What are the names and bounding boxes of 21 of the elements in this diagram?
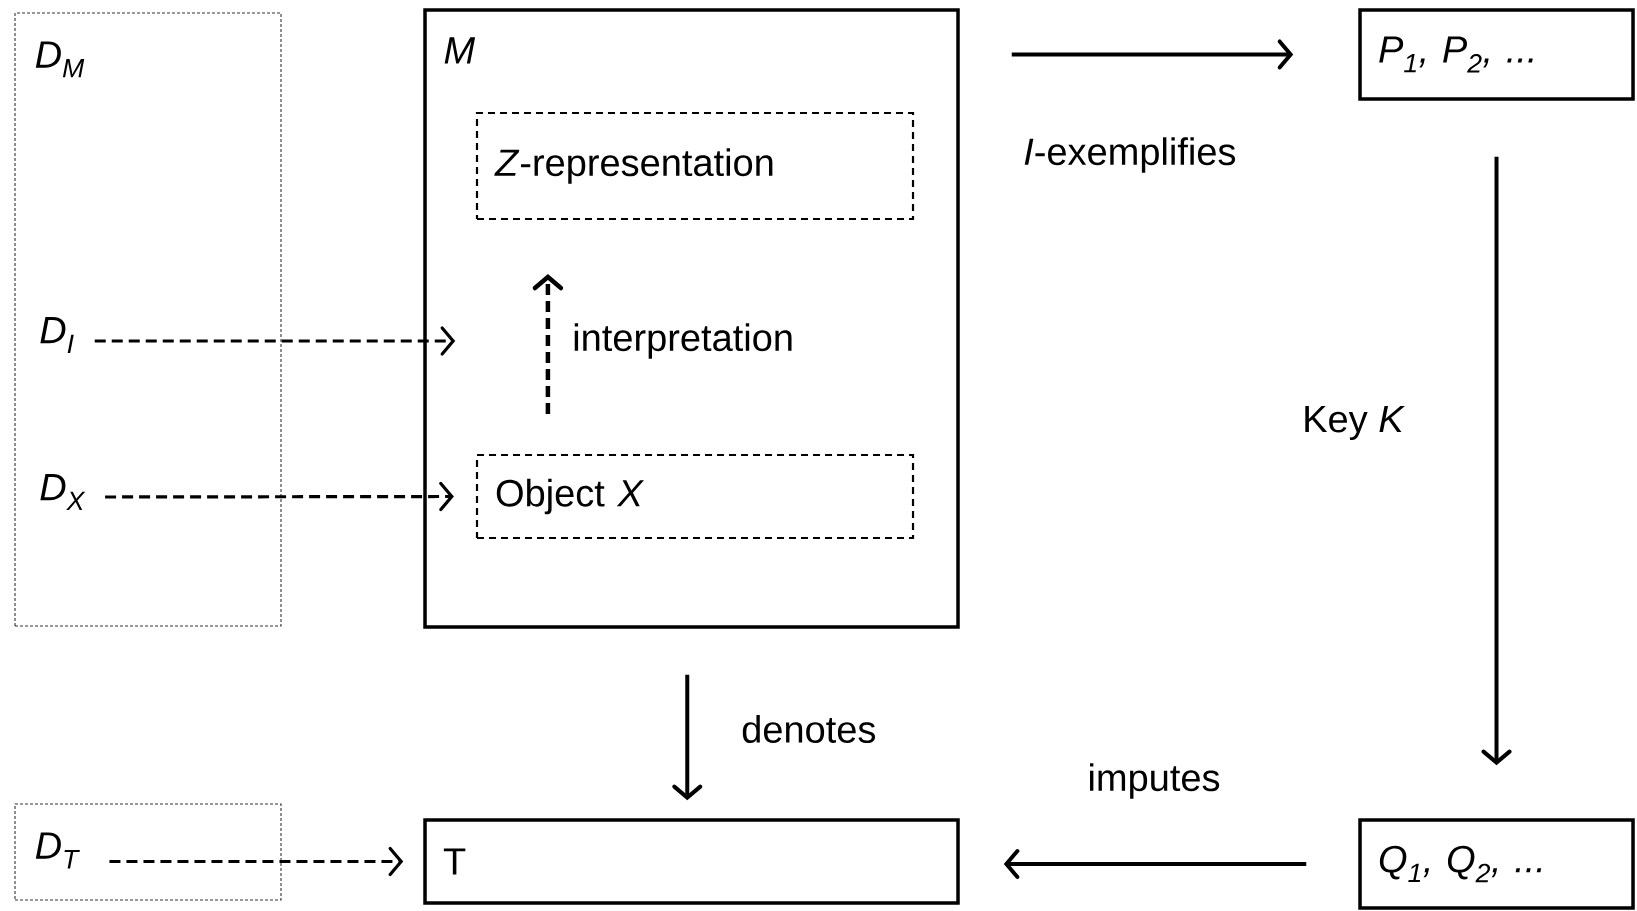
edge-label: denotes	[742, 715, 876, 743]
text-box: Q$_{1}$, Q$_{2}$, ...	[1358, 818, 1635, 910]
edge-label: I-exemplifies	[1024, 137, 1236, 173]
edge-label: Key K	[1305, 406, 1405, 440]
edge-label: interpretation	[574, 323, 792, 359]
arrow	[1003, 849, 1307, 879]
text-box: Object X	[475, 453, 915, 540]
text-box: Z-representation	[475, 111, 915, 221]
arrow	[1011, 39, 1294, 70]
container-box: D$_{T}$	[14, 803, 282, 901]
arrow	[672, 674, 703, 801]
arrow	[532, 274, 564, 414]
variable-label: D$_{I}$	[40, 317, 74, 353]
arrow	[109, 846, 404, 877]
arrow	[1481, 156, 1512, 766]
text-box: T	[423, 818, 960, 905]
text-box: P$_{1}$, P$_{2}$, ...	[1358, 8, 1635, 101]
arrow	[105, 481, 454, 512]
arrow	[94, 326, 456, 356]
variable-label: D$_{X}$	[40, 474, 86, 510]
edge-label: imputes	[1090, 763, 1220, 799]
